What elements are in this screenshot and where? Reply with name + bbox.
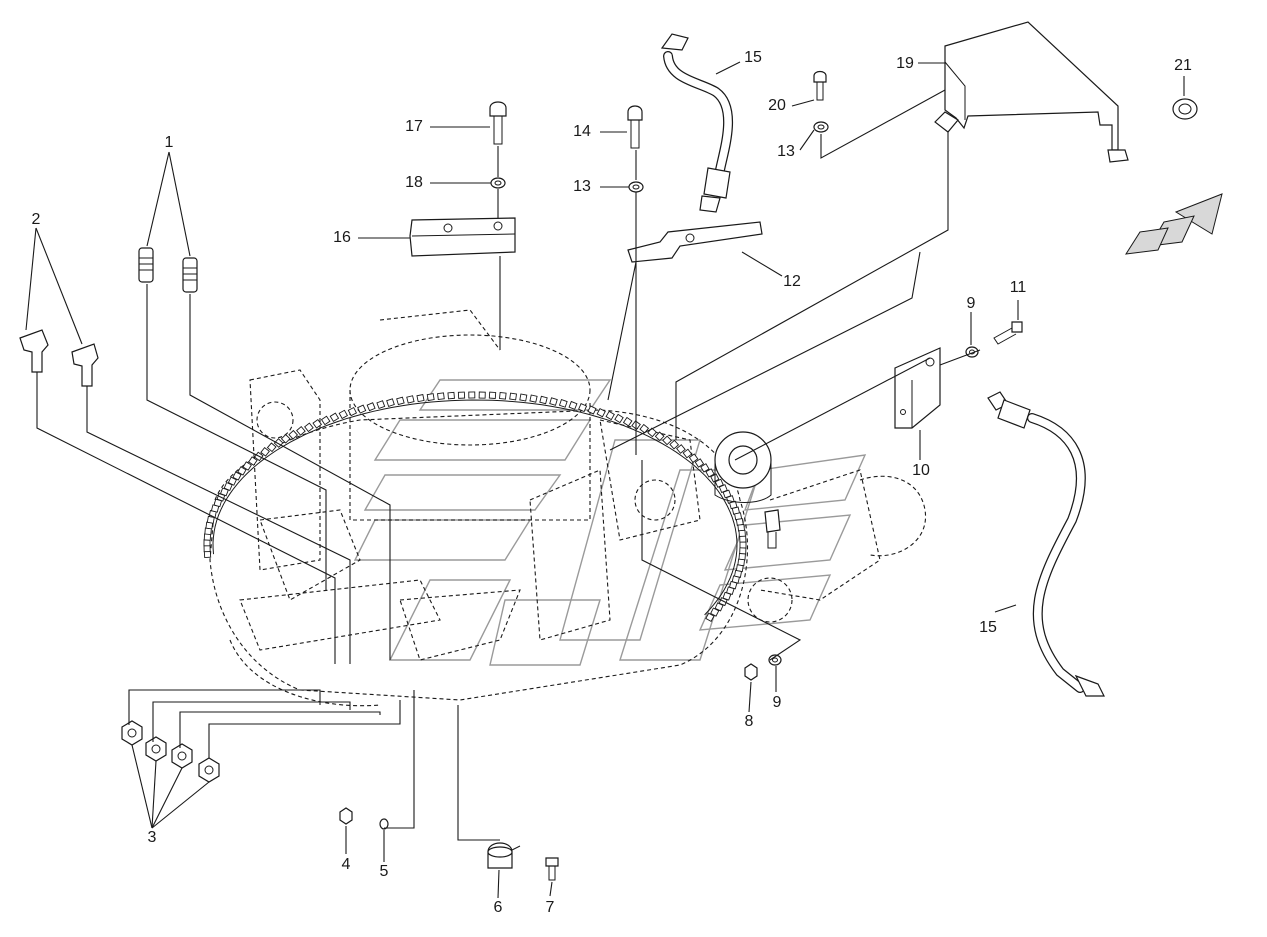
callout-3: 3: [148, 829, 157, 846]
bolt-part-7: [545, 857, 559, 881]
bolt-part-14: [627, 105, 643, 149]
callout-5: 5: [380, 863, 389, 880]
callout-8: 8: [745, 713, 754, 730]
callout-15-upper: 15: [744, 49, 762, 66]
washer-part-18: [490, 177, 506, 189]
flywheel-housing: [209, 309, 927, 707]
bolt-part-17: [489, 101, 507, 145]
starter-pinion: [714, 431, 772, 503]
callout-18: 18: [405, 174, 423, 191]
callout-9-lower: 9: [773, 694, 782, 711]
callout-11: 11: [1010, 279, 1027, 296]
fitting-sensor: [764, 509, 781, 549]
cable-part-15-lower: [987, 391, 1105, 697]
callout-19: 19: [896, 55, 914, 72]
block-part-16: [409, 217, 516, 257]
callout-17: 17: [405, 118, 423, 135]
elbow-fitting-part-2: [19, 329, 99, 387]
nut-part-8: [744, 663, 758, 681]
bolt-part-11: [993, 321, 1023, 345]
callout-10: 10: [912, 462, 930, 479]
direction-arrow-icon: [1125, 193, 1223, 255]
ring-gear: [203, 391, 747, 622]
callout-4: 4: [342, 856, 351, 873]
cable-part-15-upper: [660, 33, 734, 213]
callout-20: 20: [768, 97, 786, 114]
sensor-bracket-part-12: [627, 221, 763, 263]
callout-16: 16: [333, 229, 351, 246]
callout-2: 2: [32, 211, 41, 228]
cover-part-19: [934, 21, 1129, 163]
small-nut-part-4: [339, 807, 353, 825]
callout-15-lower: 15: [979, 619, 997, 636]
washer-part-13: [628, 121, 829, 193]
bolt-part-20: [813, 70, 827, 101]
bracket-part-10: [894, 347, 941, 429]
grommet-part-21: [1172, 98, 1198, 120]
callout-14: 14: [573, 123, 591, 140]
callout-13-left: 13: [573, 178, 591, 195]
callout-9-upper: 9: [967, 295, 976, 312]
washer-part-5: [379, 818, 389, 830]
callout-21: 21: [1174, 57, 1192, 74]
clip-part-6: [487, 842, 521, 869]
callout-12: 12: [783, 273, 801, 290]
stud-part-1: [138, 247, 198, 293]
leader-lines: [25, 61, 1185, 899]
callout-1: 1: [165, 134, 174, 151]
washer-part-9-lower: [768, 654, 782, 666]
callouts: 1 2 3 4 5 6 7 8 9 10 9 11 12 13 13 14 15…: [32, 49, 1192, 916]
callout-13-right: 13: [777, 143, 795, 160]
callout-6: 6: [494, 899, 503, 916]
nut-part-3: [121, 720, 220, 783]
callout-7: 7: [546, 899, 555, 916]
